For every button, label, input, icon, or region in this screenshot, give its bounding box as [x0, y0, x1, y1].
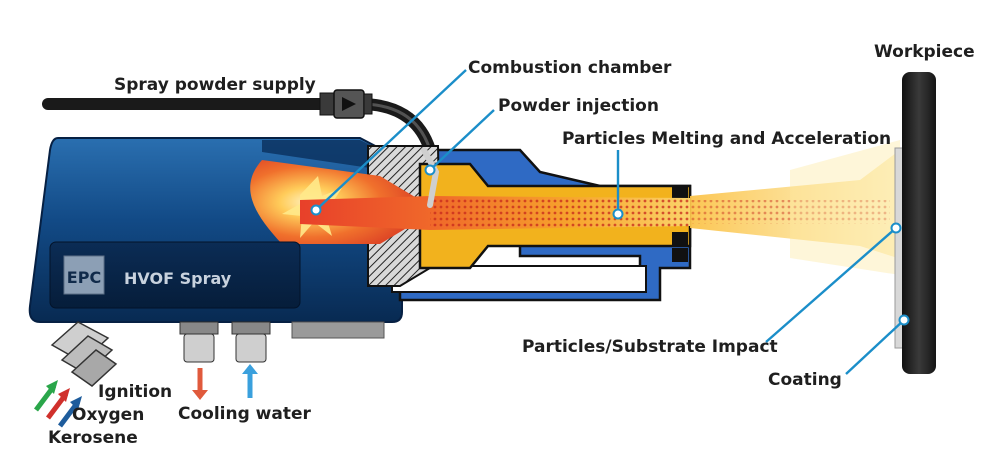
label-particles-melting: Particles Melting and Acceleration	[562, 129, 891, 149]
cooling-fittings	[179, 321, 271, 363]
brand-plate: EPC HVOF Spray	[49, 241, 301, 309]
label-ignition: Ignition	[98, 382, 172, 402]
product-name: HVOF Spray	[124, 269, 232, 288]
label-coating: Coating	[768, 370, 842, 390]
gun-foot	[291, 321, 385, 339]
input-arrows	[34, 364, 258, 428]
spray-plume	[690, 140, 910, 275]
particle-stream	[430, 198, 690, 228]
label-combustion-chamber: Combustion chamber	[468, 58, 672, 78]
label-powder-injection: Powder injection	[498, 96, 659, 116]
flow-arrow-icon	[342, 97, 356, 111]
label-cooling-water: Cooling water	[178, 404, 312, 424]
hose-connector	[319, 89, 373, 119]
logo-text: EPC	[67, 268, 101, 287]
label-spray-powder-supply: Spray powder supply	[114, 75, 316, 95]
powder-injection-tube	[421, 147, 440, 208]
fuel-fittings	[50, 321, 118, 387]
workpiece	[894, 72, 936, 374]
label-workpiece: Workpiece	[874, 42, 975, 62]
epc-logo	[63, 255, 105, 295]
label-particles-impact: Particles/Substrate Impact	[522, 337, 778, 357]
leader-lines	[310, 69, 910, 375]
label-oxygen: Oxygen	[72, 405, 144, 425]
label-kerosene: Kerosene	[48, 428, 138, 448]
